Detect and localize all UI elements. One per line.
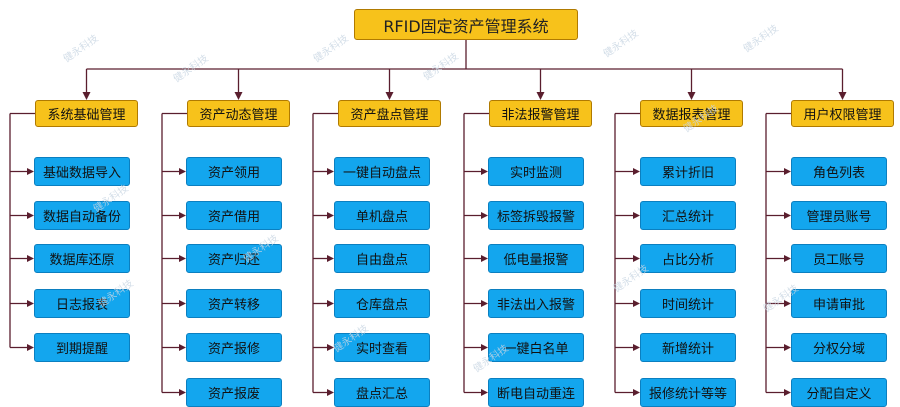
node-5-5: 新增统计 bbox=[640, 333, 736, 362]
node-6-1: 角色列表 bbox=[791, 157, 887, 186]
node-3-5: 实时查看 bbox=[334, 333, 430, 362]
node-3-2: 单机盘点 bbox=[334, 201, 430, 230]
node-6-2: 管理员账号 bbox=[791, 201, 887, 230]
category-1: 系统基础管理 bbox=[35, 100, 138, 127]
node-4-4: 非法出入报警 bbox=[488, 289, 584, 318]
node-4-6: 断电自动重连 bbox=[488, 378, 584, 407]
node-4-3: 低电量报警 bbox=[488, 244, 584, 273]
node-5-3: 占比分析 bbox=[640, 244, 736, 273]
node-2-5: 资产报修 bbox=[186, 333, 282, 362]
node-6-6: 分配自定义 bbox=[791, 378, 887, 407]
node-5-4: 时间统计 bbox=[640, 289, 736, 318]
node-5-2: 汇总统计 bbox=[640, 201, 736, 230]
node-4-2: 标签拆毁报警 bbox=[488, 201, 584, 230]
node-5-1: 累计折旧 bbox=[640, 157, 736, 186]
node-1-1: 基础数据导入 bbox=[34, 157, 130, 186]
node-1-2: 数据自动备份 bbox=[34, 201, 130, 230]
node-5-6: 报修统计等等 bbox=[640, 378, 736, 407]
node-6-3: 员工账号 bbox=[791, 244, 887, 273]
node-2-4: 资产转移 bbox=[186, 289, 282, 318]
node-6-5: 分权分域 bbox=[791, 333, 887, 362]
node-6-4: 申请审批 bbox=[791, 289, 887, 318]
node-3-3: 自由盘点 bbox=[334, 244, 430, 273]
node-3-6: 盘点汇总 bbox=[334, 378, 430, 407]
node-1-3: 数据库还原 bbox=[34, 244, 130, 273]
node-2-2: 资产借用 bbox=[186, 201, 282, 230]
node-4-5: 一键白名单 bbox=[488, 333, 584, 362]
node-2-3: 资产归还 bbox=[186, 244, 282, 273]
category-5: 数据报表管理 bbox=[640, 100, 743, 127]
node-2-6: 资产报废 bbox=[186, 378, 282, 407]
category-4: 非法报警管理 bbox=[489, 100, 592, 127]
category-2: 资产动态管理 bbox=[187, 100, 290, 127]
node-1-4: 日志报表 bbox=[34, 289, 130, 318]
category-6: 用户权限管理 bbox=[791, 100, 894, 127]
node-4-1: 实时监测 bbox=[488, 157, 584, 186]
node-3-1: 一键自动盘点 bbox=[334, 157, 430, 186]
node-1-5: 到期提醒 bbox=[34, 333, 130, 362]
root-node: RFID固定资产管理系统 bbox=[354, 9, 578, 40]
node-3-4: 仓库盘点 bbox=[334, 289, 430, 318]
node-2-1: 资产领用 bbox=[186, 157, 282, 186]
category-3: 资产盘点管理 bbox=[338, 100, 441, 127]
